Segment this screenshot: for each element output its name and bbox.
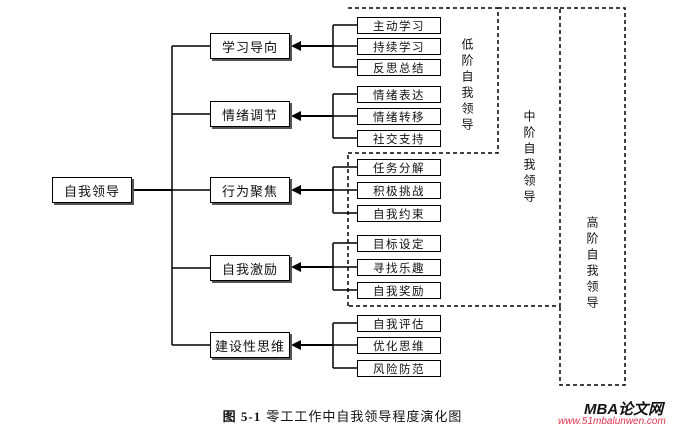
leaf-item: 自我评估 <box>357 315 441 332</box>
leaf-item: 风险防范 <box>357 360 441 377</box>
category-constructive-thinking: 建设性思维 <box>210 332 290 358</box>
category-emotion-regulation: 情绪调节 <box>210 101 290 127</box>
high-level-boundary <box>559 7 626 386</box>
watermark-url: www.51mbalunwen.com <box>558 416 666 427</box>
leaf-item: 情绪表达 <box>357 86 441 103</box>
high-level-label: 高阶自我领导 <box>585 216 599 312</box>
caption-text: 零工工作中自我领导程度演化图 <box>266 410 463 425</box>
leaf-item: 任务分解 <box>357 159 441 176</box>
leaf-item: 积极挑战 <box>357 182 441 199</box>
arrow-head-icon <box>291 41 301 51</box>
figure-caption: 图 5-1 零工工作中自我领导程度演化图 <box>0 406 685 425</box>
leaf-item: 自我约束 <box>357 205 441 222</box>
mid-level-label: 中阶自我领导 <box>522 110 536 206</box>
leaf-item: 寻找乐趣 <box>357 259 441 276</box>
leaf-item: 目标设定 <box>357 235 441 252</box>
arrow-head-icon <box>291 262 301 272</box>
root-node: 自我领导 <box>52 177 132 203</box>
leaf-item: 优化思维 <box>357 337 441 354</box>
low-level-label: 低阶自我领导 <box>460 38 474 134</box>
leaf-item: 主动学习 <box>357 17 441 34</box>
arrow-head-icon <box>291 185 301 195</box>
mid-level-boundary <box>348 7 561 307</box>
leaf-item: 反思总结 <box>357 59 441 76</box>
category-self-motivation: 自我激励 <box>210 255 290 281</box>
level-boundaries <box>347 7 626 386</box>
leaf-item: 情绪转移 <box>357 108 441 125</box>
watermark-brand: MBA论文网 <box>584 401 664 418</box>
leaf-item: 持续学习 <box>357 38 441 55</box>
arrow-head-icon <box>291 340 301 350</box>
arrow-head-icon <box>291 111 301 121</box>
leaf-item: 社交支持 <box>357 130 441 147</box>
leaf-item: 自我奖励 <box>357 282 441 299</box>
category-behavior-focus: 行为聚焦 <box>210 177 290 203</box>
category-learning-orientation: 学习导向 <box>210 33 290 59</box>
caption-number: 图 5-1 <box>222 409 262 424</box>
